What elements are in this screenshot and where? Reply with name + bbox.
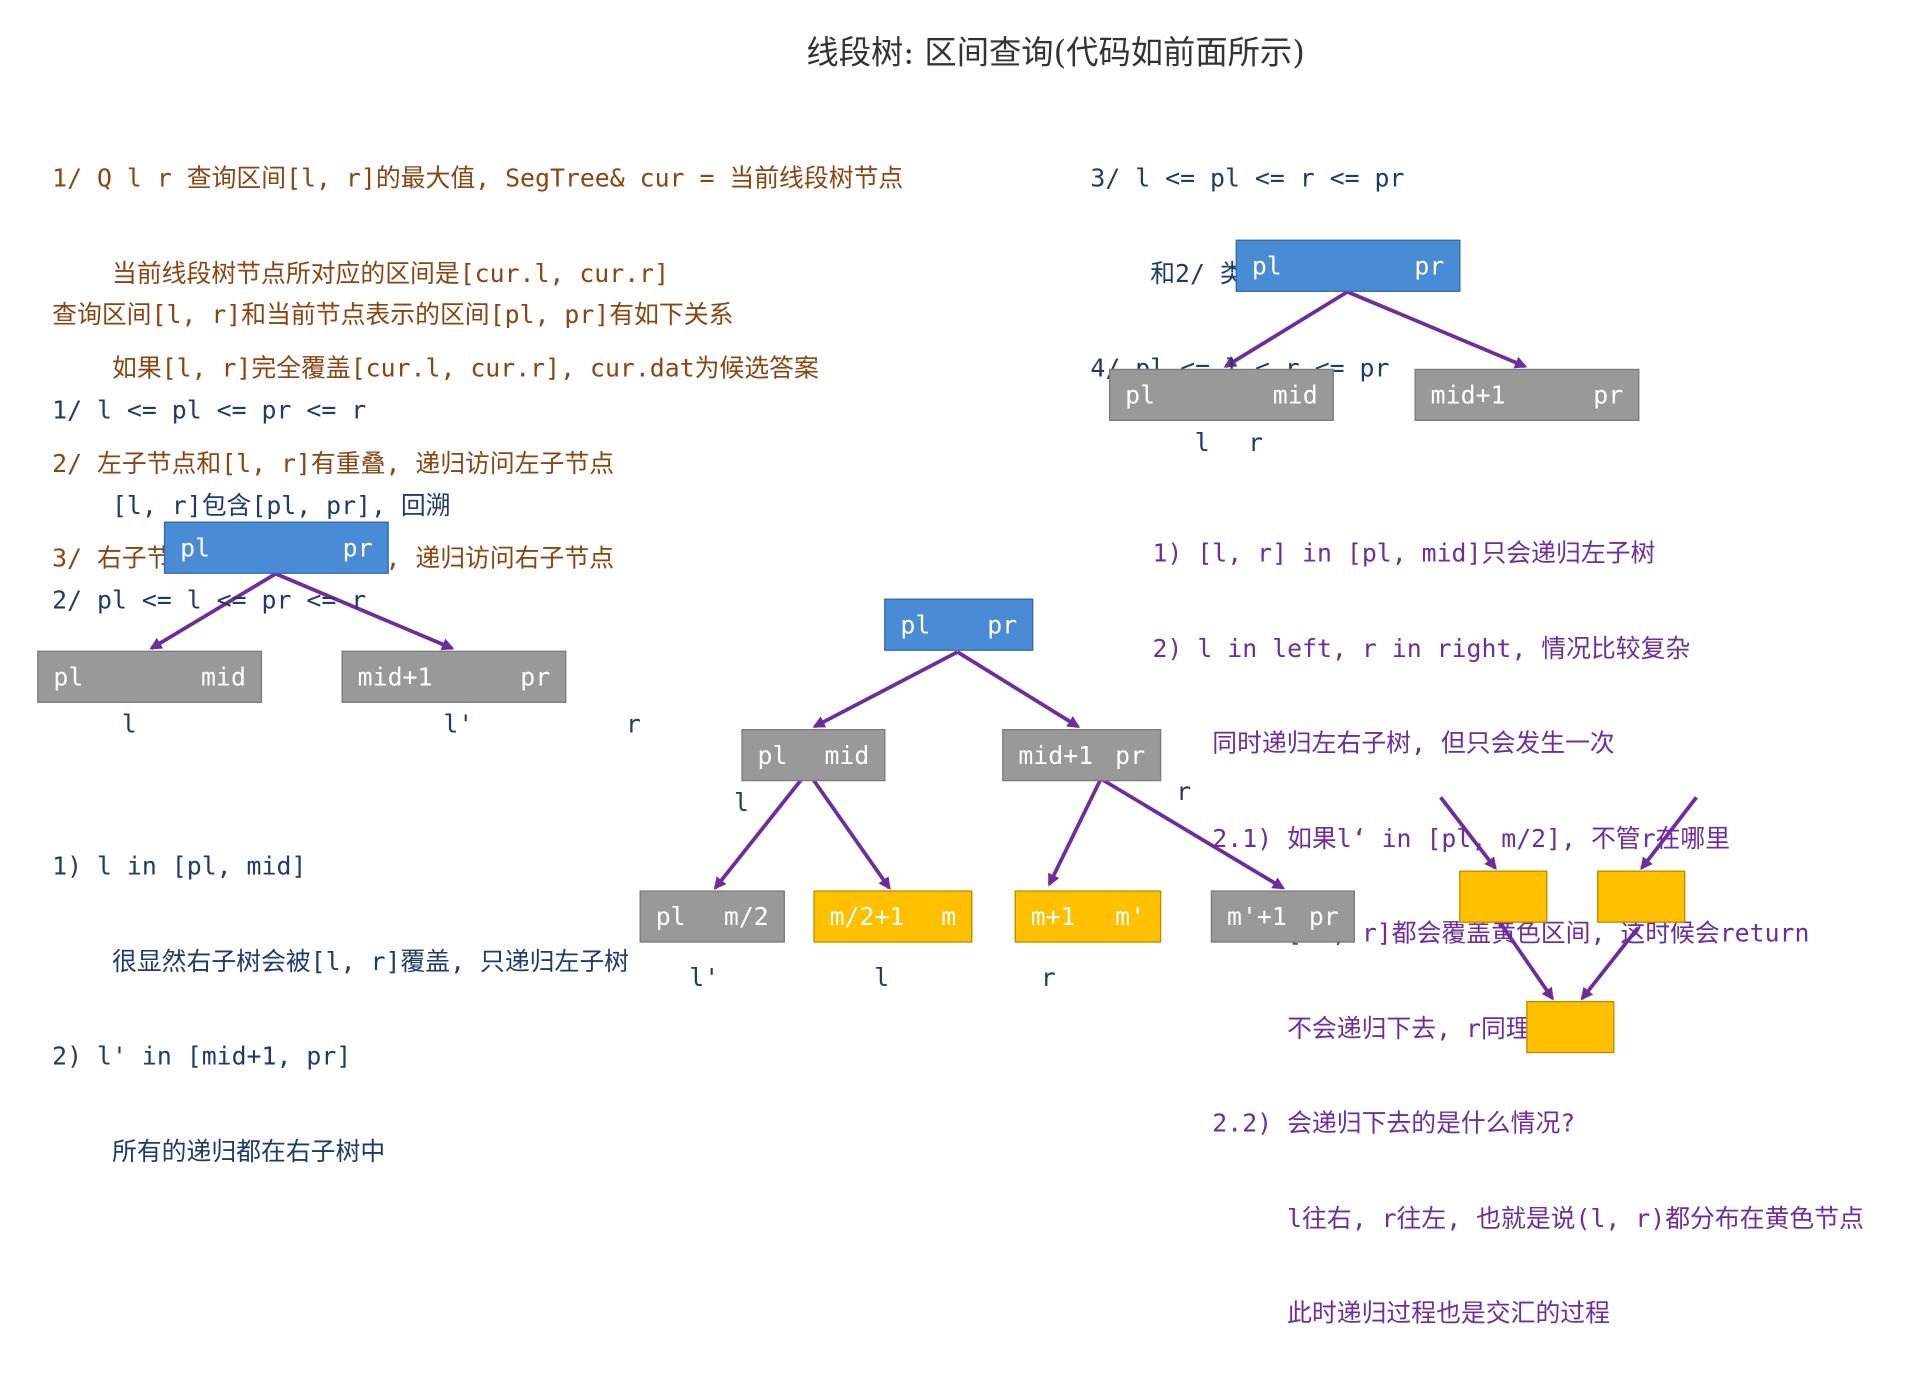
relation-heading: 查询区间[l, r]和当前节点表示的区间[pl, pr]有如下关系 [52,299,734,330]
note-line: 2) l in left, r in right, 情况比较复杂 [1152,632,1691,663]
relation-case-line: [l, r]包含[pl, pr], 回溯 [52,489,451,520]
query-label-l-prime: l' [443,709,474,739]
mid-tree-leaf-2: m/2+1 m [813,890,973,943]
converge-box-right [1597,870,1686,923]
query-label-l-prime: l' [689,962,720,993]
node-left-bound: pl [757,740,788,770]
right-tree-edge-left [1223,290,1349,368]
node-right-bound: pr [342,532,373,563]
query-label-l: l [121,709,137,739]
description-line: 2/ 左子节点和[l, r]有重叠, 递归访问左子节点 [52,447,615,478]
query-label-l: l [733,787,749,818]
node-right-bound: pr [987,609,1018,640]
mid-tree-left-node: pl mid [741,728,886,782]
mid-tree-edge-rl [1047,779,1102,887]
right-tree-root-node: pl pr [1235,239,1461,292]
node-right-bound: m/2 [723,901,769,932]
case-list-right: 3/ l <= pl <= r <= pr 和2/ 类似 4/ pl <= l … [1090,99,1404,447]
mid-tree-leaf-3: m+1 m' [1014,890,1162,943]
left-tree-right-node: mid+1 pr [341,650,567,703]
converge-edge-4 [1580,926,1640,1001]
mid-tree-edge-rr [1101,778,1286,890]
node-right-bound: pr [1414,250,1445,281]
node-right-bound: mid [201,661,246,692]
left-tree-edge-right [274,572,455,651]
node-left-bound: pl [53,661,84,692]
node-left-bound: mid+1 [1018,740,1094,770]
note-line: 很显然右子树会被[l, r]覆盖, 只递归左子树 [52,945,630,976]
mid-tree-edge-left [812,650,959,729]
left-tree-edge-left [149,572,277,650]
note-line: 所有的递归都在右子树中 [52,1135,386,1166]
node-left-bound: m+1 [1030,901,1076,932]
node-right-bound: mid [824,740,870,770]
query-label-l: l [874,962,890,993]
note-line: l往右, r往左, 也就是说(l, r)都分布在黄色节点 [1152,1202,1864,1233]
relation-case-line: 1/ l <= pl <= pr <= r [52,394,367,425]
note-line: 同时递归左右子树, 但只会发生一次 [1152,727,1615,758]
node-right-bound: m' [1115,901,1146,932]
converge-edge-3 [1498,921,1554,1001]
node-right-bound: pr [520,661,551,692]
left-notes: 1) l in [pl, mid] 很显然右子树会被[l, r]覆盖, 只递归左… [52,787,629,1230]
relation-cases: 1/ l <= pl <= pr <= r [l, r]包含[pl, pr], … [52,332,450,680]
node-right-bound: pr [1308,901,1339,932]
node-right-bound: pr [1593,380,1624,410]
page-title: 线段树: 区间查询(代码如前面所示) [806,34,1305,73]
converge-box-bottom [1526,1000,1615,1054]
converge-box-left [1459,870,1548,923]
right-tree-left-node: pl mid [1109,368,1334,422]
tree-edges [149,290,1698,1001]
note-line: 2) l' in [mid+1, pr] [52,1040,352,1071]
node-left-bound: pl [655,901,686,932]
node-left-bound: m/2+1 [829,901,905,932]
mid-tree-right-node: mid+1 pr [1002,728,1162,782]
right-tree-edge-right [1346,290,1528,369]
converge-edge-1 [1439,796,1497,871]
query-label-r: r [1040,962,1056,993]
node-right-bound: m [941,901,957,932]
node-left-bound: m'+1 [1226,901,1287,932]
left-tree-root-node: pl pr [163,521,389,574]
description-line: 如果[l, r]完全覆盖[cur.l, cur.r], cur.dat为候选答案 [52,352,819,383]
node-left-bound: mid+1 [357,661,433,692]
note-line: 不会递归下去, r同理 [1152,1012,1531,1043]
node-left-bound: pl [900,609,931,640]
converge-edge-2 [1640,796,1698,871]
note-line: 2.2) 会递归下去的是什么情况? [1152,1107,1576,1138]
note-line: 1) [l, r] in [pl, mid]只会递归左子树 [1152,537,1656,568]
node-left-bound: pl [180,532,210,563]
node-right-bound: mid [1272,380,1318,410]
note-line: 2.1) 如果l‘ in [pl, m/2], 不管r在哪里 [1152,822,1731,853]
query-label-l: l [1194,427,1210,458]
case-line: 3/ l <= pl <= r <= pr [1090,162,1405,193]
note-line: [l', r]都会覆盖黄色区间, 这时候会return [1152,917,1810,948]
note-line: 此时递归过程也是交汇的过程 [1152,1297,1610,1328]
query-label-r: r [1248,427,1264,458]
mid-tree-leaf-1: pl m/2 [639,890,785,943]
left-tree-left-node: pl mid [37,650,263,703]
node-left-bound: mid+1 [1430,380,1506,410]
node-left-bound: pl [1125,380,1156,410]
node-left-bound: pl [1251,250,1282,281]
mid-tree-leaf-4: m'+1 pr [1210,890,1355,943]
mid-tree-edge-ll [713,778,803,890]
node-right-bound: pr [1115,740,1146,770]
diagram-canvas: 线段树: 区间查询(代码如前面所示) 1/ Q l r 查询区间[l, r]的最… [37,34,1864,1328]
mid-tree-edge-right [956,650,1081,729]
query-label-r: r [625,709,641,739]
query-label-r: r [1176,776,1192,806]
description-line: 当前线段树节点所对应的区间是[cur.l, cur.r] [52,257,670,288]
mid-tree-edge-lr [811,778,891,890]
right-tree-right-node: mid+1 pr [1414,368,1640,422]
mid-tree-root-node: pl pr [884,598,1034,651]
description-line: 1/ Q l r 查询区间[l, r]的最大值, SegTree& cur = … [52,162,904,193]
relation-case-line: 2/ pl <= l <= pr <= r [52,584,367,615]
note-line: 1) l in [pl, mid] [52,850,307,881]
